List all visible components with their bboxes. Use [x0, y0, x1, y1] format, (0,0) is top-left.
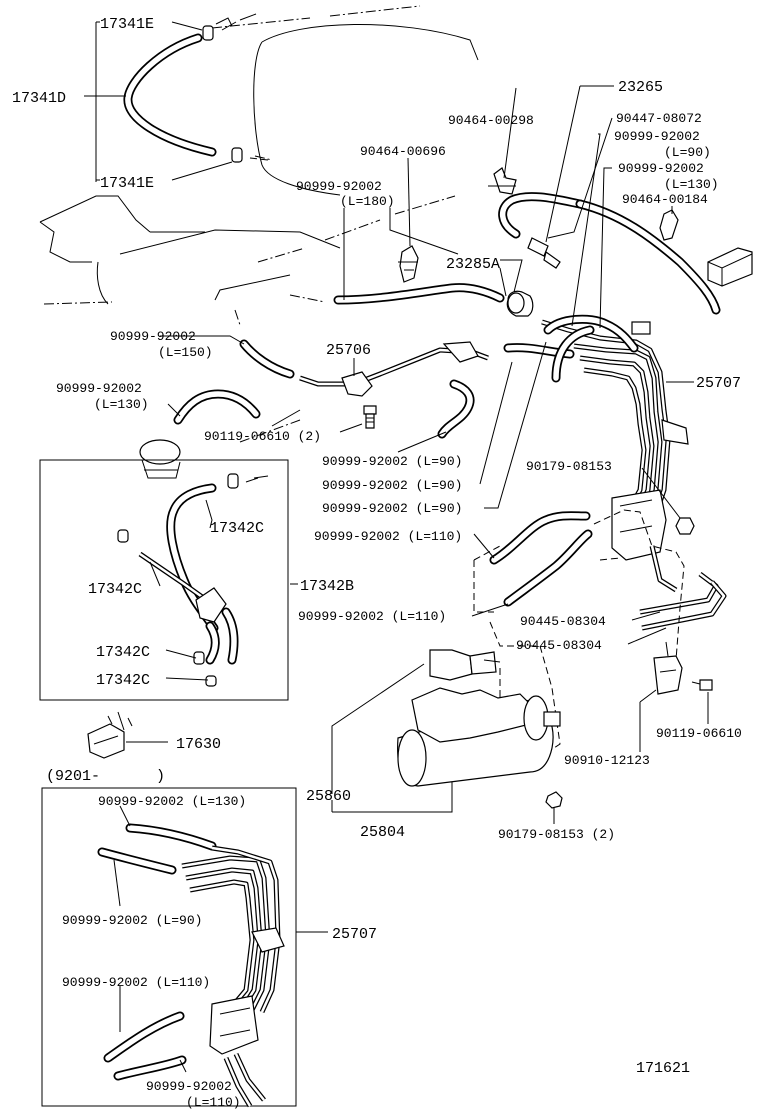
label-17342C-b: 17342C [88, 581, 142, 598]
vsv-25860 [429, 649, 501, 681]
hose-long-upper-right [575, 199, 721, 315]
hose-L90-a [437, 379, 475, 439]
label-9201-close: ) [156, 768, 165, 785]
label-17342C-d: 17342C [96, 672, 150, 689]
label-90119-06610: 90119-06610 [656, 726, 742, 741]
label-17341E-bottom: 17341E [100, 175, 154, 192]
pipes-90445-08304 [639, 545, 727, 631]
label-90999-L150: 90999-92002 [110, 329, 196, 344]
leader-lines [84, 21, 709, 1073]
filter-23285A [506, 290, 534, 317]
label-25860: 25860 [306, 788, 351, 805]
label-90999-L180-len: (L=180) [340, 194, 395, 209]
hose-17342B [117, 473, 269, 687]
label-25804: 25804 [360, 824, 405, 841]
label-90445-08304-b: 90445-08304 [516, 638, 602, 653]
pipe-assembly-25707 [541, 314, 689, 521]
label-90179-08153-2: 90179-08153 (2) [498, 827, 615, 842]
hose-to-23265 [498, 192, 585, 239]
label-17342B: 17342B [300, 578, 354, 595]
label-box-L110-b-len: (L=110) [186, 1095, 241, 1110]
label-90999-L110-b: 90999-92002 (L=110) [298, 609, 446, 624]
label-25706: 25706 [326, 342, 371, 359]
clamp-17341E-bottom [231, 147, 269, 163]
hose-L150 [239, 339, 295, 379]
canister-25804 [397, 687, 561, 787]
label-17342C-c: 17342C [96, 644, 150, 661]
label-23265: 23265 [618, 79, 663, 96]
engine-outline [39, 5, 479, 443]
hose-L110-b [503, 529, 593, 607]
label-17341E-top: 17341E [100, 16, 154, 33]
label-90464-00696: 90464-00696 [360, 144, 446, 159]
label-90179-08153: 90179-08153 [526, 459, 612, 474]
label-90999-L130-top-len: (L=130) [664, 177, 719, 192]
label-90999-L90-c: 90999-92002 (L=90) [322, 501, 462, 516]
label-90464-00298: 90464-00298 [448, 113, 534, 128]
label-90119-06610-2: 90119-06610 (2) [204, 429, 321, 444]
box-17342B [39, 459, 289, 701]
nut-90179-08153 [675, 517, 695, 535]
label-box-L110-b: 90999-92002 [146, 1079, 232, 1094]
label-90999-L90-b: 90999-92002 (L=90) [322, 478, 462, 493]
label-25707: 25707 [696, 375, 741, 392]
dashed-guides [473, 509, 685, 753]
vacuum-switch-17630 [87, 711, 133, 759]
pipe-25706 [299, 341, 489, 397]
label-23285A: 23285A [446, 256, 500, 273]
label-90445-08304-a: 90445-08304 [520, 614, 606, 629]
label-90999-L180: 90999-92002 [296, 179, 382, 194]
box-9201 [41, 787, 297, 1107]
label-box-L130: 90999-92002 (L=130) [98, 794, 246, 809]
vacuum-switch-17630-upper [139, 439, 181, 479]
vacuum-box [707, 247, 753, 287]
nut-90179-08153-2 [545, 791, 563, 809]
bolt-90119-06610 [691, 679, 713, 691]
clamp-90464-00298 [488, 167, 517, 195]
hose-L180 [333, 283, 505, 305]
label-box-25707: 25707 [332, 926, 377, 943]
vsv-90910-12123 [653, 641, 683, 695]
label-90999-L90-a: 90999-92002 (L=90) [322, 454, 462, 469]
label-90999-L110-a: 90999-92002 (L=110) [314, 529, 462, 544]
label-17630: 17630 [176, 736, 221, 753]
part-labels: 17341E 17341D 17341E 23265 90464-00298 9… [12, 16, 742, 1110]
clamp-17341E-top [202, 13, 257, 41]
box-pipe-assembly [97, 823, 285, 1108]
hose-17341D [123, 33, 217, 157]
label-17342C-a: 17342C [210, 520, 264, 537]
label-90999-L90-top: 90999-92002 [614, 129, 700, 144]
label-90999-L130-left-len: (L=130) [94, 397, 149, 412]
label-90910-12123: 90910-12123 [564, 753, 650, 768]
label-90999-L130-top: 90999-92002 [618, 161, 704, 176]
hose-L130-left [173, 389, 261, 425]
clamp-90464-00696 [398, 245, 419, 283]
label-9201: (9201- [46, 768, 100, 785]
figure-number: 171621 [636, 1060, 690, 1077]
clamp-90464-00184 [659, 209, 679, 241]
label-box-L90: 90999-92002 (L=90) [62, 913, 202, 928]
label-17341D: 17341D [12, 90, 66, 107]
vsv-23265 [527, 237, 561, 269]
label-90999-L130-left: 90999-92002 [56, 381, 142, 396]
bolt-90119-06610-2 [363, 405, 377, 429]
label-box-L110-a: 90999-92002 (L=110) [62, 975, 210, 990]
label-90447-08072: 90447-08072 [616, 111, 702, 126]
label-90999-L90-top-len: (L=90) [664, 145, 711, 160]
hose-L110-a [489, 511, 591, 565]
label-90464-00184: 90464-00184 [622, 192, 708, 207]
label-90999-L150-len: (L=150) [158, 345, 213, 360]
bracket-upper [611, 489, 667, 561]
